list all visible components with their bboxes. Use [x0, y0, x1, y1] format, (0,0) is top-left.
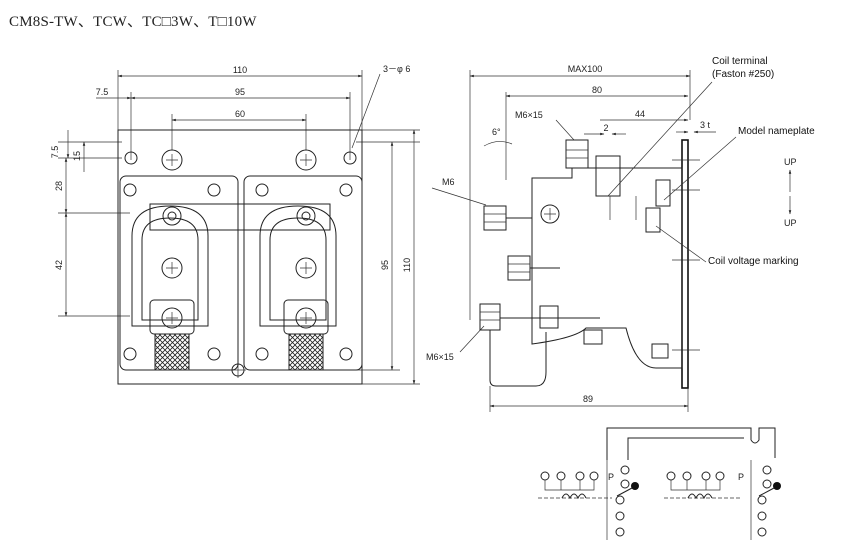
dim-height-outer: 110	[402, 258, 412, 272]
label-faston: (Faston #250)	[712, 69, 774, 80]
circuit-right: P	[664, 460, 781, 540]
dim-gap: 2	[603, 123, 608, 133]
mount-hole	[343, 151, 357, 165]
side-view: MAX100 80 44 2 3 t M6×15 6° M6 M6×15	[426, 56, 815, 412]
circuit-diagram: P P	[538, 427, 781, 540]
lead-wire	[489, 330, 547, 387]
dim-depth: 80	[592, 85, 602, 95]
circuit-p-left: P	[608, 472, 614, 482]
dim-holes: 3－φ 6	[383, 64, 410, 74]
label-up-top: UP	[784, 157, 797, 167]
dim-top-offset: 7.5	[50, 146, 60, 159]
label-up-bottom: UP	[784, 218, 797, 228]
dim-terminal-pitch: 60	[235, 109, 245, 119]
dim-plate-thickness: 3 t	[700, 120, 711, 130]
dim-row2: 42	[54, 260, 64, 270]
dim-height-inner: 95	[380, 260, 390, 270]
dim-bolt: M6	[442, 177, 455, 187]
contactor-body	[531, 167, 683, 369]
dim-row1: 28	[54, 181, 64, 191]
dim-angle: 6°	[492, 127, 501, 137]
label-model-nameplate: Model nameplate	[738, 126, 815, 137]
dim-top-pitch: 15	[72, 151, 82, 161]
contactor-left	[119, 149, 239, 371]
dim-base-depth: 89	[583, 394, 593, 404]
mount-hole	[124, 151, 138, 165]
dim-screw-top: M6×15	[515, 110, 543, 120]
terminal-bottom	[479, 303, 600, 331]
contactor-right	[243, 149, 363, 371]
front-view: 110 7.5 95 60 3－φ 6 7.5 15 28 42	[50, 64, 420, 385]
interlock-bar	[149, 203, 331, 231]
drawing-title: CM8S-TW、TCW、TC□3W、T□10W	[9, 14, 257, 30]
dim-edge-offset: 7.5	[96, 87, 109, 97]
terminal-top	[483, 205, 532, 231]
dim-coil-depth: 44	[635, 109, 645, 119]
label-coil-terminal: Coil terminal	[712, 56, 768, 67]
terminal-mid	[507, 255, 560, 281]
circuit-p-right: P	[738, 472, 744, 482]
dim-overall-width: 110	[233, 65, 247, 75]
circuit-left: P	[538, 460, 639, 540]
mounting-plate	[681, 139, 689, 389]
label-coil-voltage-marking: Coil voltage marking	[708, 256, 799, 267]
dim-screw-bottom: M6×15	[426, 352, 454, 362]
dim-max-width: MAX100	[568, 64, 603, 74]
dim-hole-pitch: 95	[235, 87, 245, 97]
